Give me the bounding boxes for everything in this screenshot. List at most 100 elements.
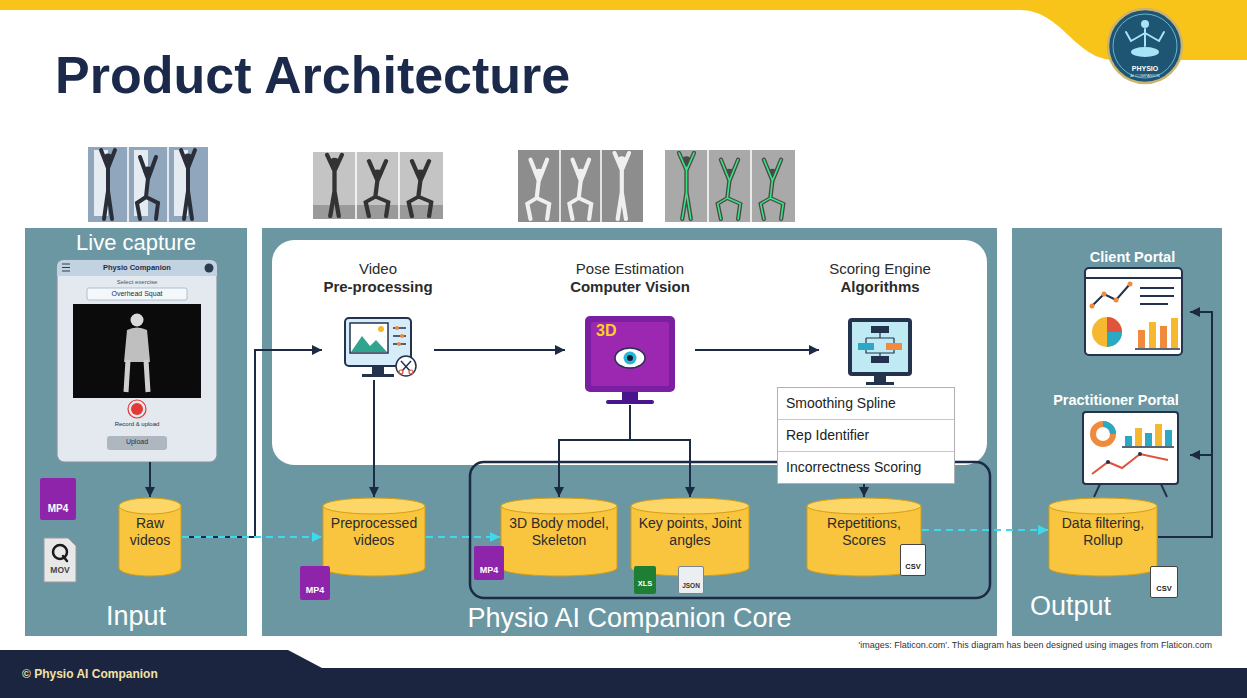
table-cell: Rep Identifier — [778, 420, 954, 452]
copyright-note: © Physio AI Companion — [22, 668, 302, 682]
store-label: Preprocessed videos — [326, 515, 422, 549]
cylinder-body — [119, 505, 181, 576]
exercise-photo — [718, 160, 741, 220]
phone-app-screen: Physio CompanionSelect exerciseOverhead … — [57, 260, 217, 462]
store-label: Data filtering, Rollup — [1052, 515, 1154, 549]
store-label: Key points, Joint angles — [634, 515, 746, 549]
output-panel: Output Client PortalPractitioner PortalDa… — [1012, 228, 1222, 636]
cylinder-top — [323, 498, 425, 514]
exercise-photo — [718, 160, 741, 220]
exercise-photo — [615, 153, 630, 219]
cylinder-body — [501, 505, 617, 576]
exercise-photo — [94, 150, 108, 216]
exercise-photo — [313, 205, 443, 219]
panel-title: Output — [1030, 590, 1222, 622]
logo — [1131, 47, 1159, 57]
panel-title: Input — [25, 600, 247, 632]
data-store-cylinder: Raw videos — [118, 497, 182, 577]
exercise-photo — [569, 160, 591, 220]
exercise-photo — [527, 160, 549, 220]
app-ui-text: Select exercise — [57, 279, 217, 286]
label-text: CSV — [1151, 585, 1177, 594]
cylinder-body — [323, 505, 425, 576]
logo — [1108, 9, 1182, 83]
cylinder-top — [631, 498, 749, 514]
exercise-photo — [518, 150, 643, 222]
process-step: Pose EstimationComputer Vision 3D — [565, 255, 695, 405]
data-store-cylinder: 3D Body model, Skeleton — [500, 497, 618, 577]
exercise-photo — [560, 150, 601, 222]
cylinder-top — [119, 498, 181, 514]
exercise-photo — [134, 150, 148, 216]
exercise-photo — [761, 160, 784, 220]
label-text: MP4 — [40, 503, 76, 515]
label-text: MP4 — [474, 565, 504, 575]
algorithm-table: Smoothing SplineRep IdentifierIncorrectn… — [777, 387, 955, 484]
exercise-photo — [128, 147, 168, 222]
cylinder-top — [501, 498, 617, 514]
logo — [1113, 14, 1177, 78]
exercise-photo — [181, 150, 195, 219]
label-text: AI COMPANION — [1115, 74, 1175, 79]
exercise-photo — [761, 160, 784, 220]
exercise-photo — [174, 150, 188, 216]
exercise-photo — [101, 150, 115, 219]
file-icon: XLS — [634, 566, 656, 594]
title-holder: Product Architecture — [55, 44, 570, 106]
step-method: Pre-processing — [322, 278, 434, 296]
file-icon: MP4 — [474, 546, 504, 580]
core-panel: Physio AI Companion Core VideoPre-process… — [262, 228, 997, 636]
file-icon: JSON — [678, 566, 704, 594]
step-method: Computer Vision — [565, 278, 695, 296]
exercise-photo — [366, 161, 389, 216]
app-ui-text: Overhead Squat — [57, 290, 217, 298]
exercise-photo — [137, 157, 158, 219]
credit-note: 'images: Flaticon.com'. This diagram has… — [612, 640, 1212, 650]
panel-title: Physio AI Companion Core — [262, 602, 997, 634]
cylinder-body — [1049, 505, 1157, 576]
exercise-photo — [679, 153, 694, 219]
cylinder-top — [1049, 498, 1157, 514]
label-text: JSON — [679, 582, 703, 589]
app-ui-text: Upload — [57, 438, 217, 446]
label-text: XLS — [634, 580, 656, 589]
data-store-cylinder: Data filtering, Rollup — [1048, 497, 1158, 577]
step-title: Pose Estimation — [565, 260, 695, 278]
exercise-photo — [88, 147, 208, 222]
app-ui-text: Record & upload — [57, 421, 217, 428]
exercise-photo — [679, 153, 694, 219]
file-icon: CSV — [1150, 566, 1178, 598]
label-text: PHYSIO — [1115, 65, 1175, 73]
table-cell: Incorrectness Scoring — [778, 452, 954, 483]
logo — [1108, 9, 1182, 83]
label-text: MP4 — [300, 585, 330, 595]
file-icon: MP4 — [300, 566, 330, 600]
exercise-photo — [409, 161, 432, 216]
portal: Practitioner Portal — [1042, 388, 1190, 500]
file-icon: CSV — [900, 544, 926, 576]
process-step: VideoPre-processing — [322, 255, 434, 380]
table-cell: Smoothing Spline — [778, 388, 954, 420]
footer-band — [0, 650, 1247, 698]
store-label: 3D Body model, Skeleton — [504, 515, 614, 549]
icon-badge-text: 3D — [596, 321, 616, 340]
exercise-photo — [313, 152, 443, 219]
logo — [1141, 20, 1149, 28]
exercise-photo — [518, 150, 643, 222]
portal-title: Practitioner Portal — [1042, 392, 1190, 409]
exercise-photo — [327, 155, 342, 217]
process-step: Scoring EngineAlgorithms — [819, 255, 941, 385]
step-method: Algorithms — [819, 278, 941, 296]
title: Product Architecture — [55, 44, 570, 106]
exercise-photo — [665, 150, 795, 222]
panel-title: Live capture — [25, 230, 247, 256]
portal: Client Portal — [1075, 245, 1190, 360]
exercise-photo — [665, 150, 795, 222]
step-title: Scoring Engine — [819, 260, 941, 278]
logo — [1126, 29, 1164, 46]
data-store-cylinder: Key points, Joint angles — [630, 497, 750, 577]
file-type-label: MOV — [44, 566, 76, 576]
exercise-photo — [313, 152, 443, 219]
cylinder-top — [807, 498, 921, 514]
step-title: Video — [322, 260, 434, 278]
